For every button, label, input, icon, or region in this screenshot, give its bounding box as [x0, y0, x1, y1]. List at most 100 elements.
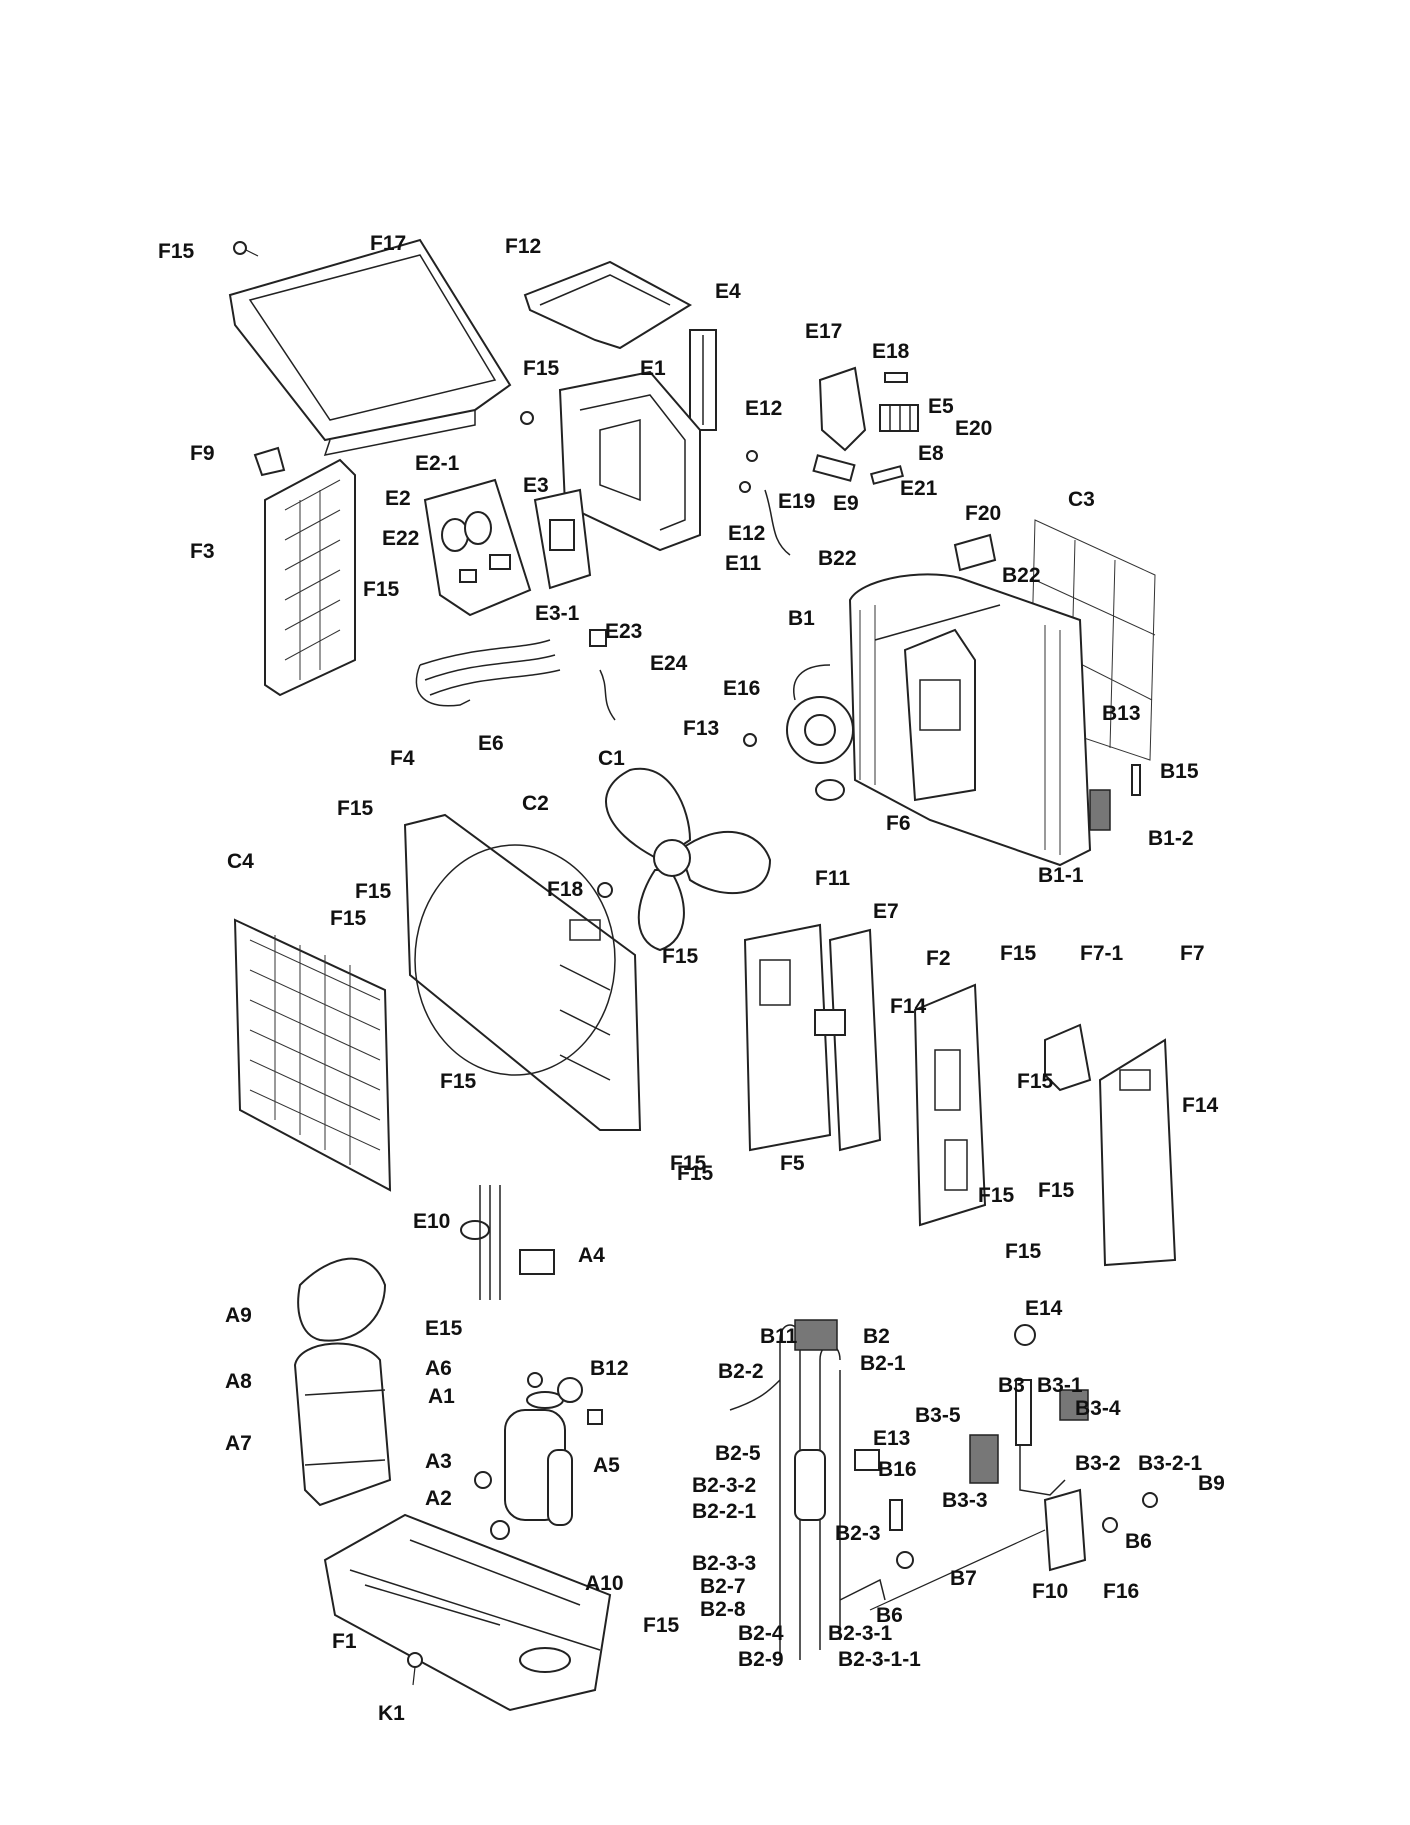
pcb-board-part: [423, 478, 532, 617]
propeller-fan-part: [605, 767, 772, 952]
pin-part: [1131, 764, 1141, 796]
callout-a3: A3: [425, 1450, 452, 1473]
callout-e3: E3: [523, 474, 549, 497]
callout-c4: C4: [227, 850, 254, 873]
callout-e19: E19: [778, 490, 815, 513]
callout-e10: E10: [413, 1210, 450, 1233]
callout-e4: E4: [715, 280, 741, 303]
callout-f15: F15: [355, 880, 392, 903]
callout-f18: F18: [547, 878, 584, 901]
callout-f12: F12: [505, 235, 541, 258]
callout-c3: C3: [1068, 488, 1095, 511]
callout-e11: E11: [725, 552, 762, 575]
clip-part: [253, 446, 286, 477]
callout-b2-4: B2-4: [738, 1622, 784, 1645]
cover-plate-part: [523, 260, 693, 350]
callout-e12: E12: [745, 397, 782, 420]
front-grille-part: [233, 918, 392, 1192]
callout-f15: F15: [1017, 1070, 1054, 1093]
callout-f7-1: F7-1: [1080, 942, 1124, 965]
callout-a1: A1: [428, 1385, 455, 1408]
callout-e2-1: E2-1: [415, 452, 460, 475]
callout-b7: B7: [950, 1567, 977, 1590]
valve-assembly-part: [729, 1319, 914, 1660]
bolt-icon: [407, 1652, 423, 1686]
terminal-strip-part: [689, 329, 717, 431]
callout-b16: B16: [878, 1458, 917, 1481]
side-grille-panel-part: [264, 458, 356, 697]
sensor-wire-part: [599, 669, 616, 721]
callout-b2-3-2: B2-3-2: [692, 1474, 756, 1497]
callout-e16: E16: [723, 677, 760, 700]
insulation-top-part: [297, 1257, 387, 1342]
callout-b3-1: B3-1: [1037, 1374, 1083, 1397]
compressor-part: [504, 1391, 573, 1526]
fan-motor-part: [786, 664, 854, 801]
callout-e17: E17: [805, 320, 842, 343]
callout-f17: F17: [370, 232, 406, 255]
callout-b13: B13: [1102, 702, 1141, 725]
callout-a10: A10: [585, 1572, 624, 1595]
capacitor-part: [519, 1249, 555, 1275]
callout-e12: E12: [728, 522, 765, 545]
callout-f2: F2: [926, 947, 951, 970]
callout-e21: E21: [900, 477, 938, 500]
callout-f14: F14: [890, 995, 927, 1018]
callout-f3: F3: [190, 540, 215, 563]
callout-a6: A6: [425, 1357, 452, 1380]
leader-line: [869, 1529, 1046, 1611]
callout-f15: F15: [1005, 1240, 1042, 1263]
callout-b2-8: B2-8: [700, 1598, 746, 1621]
bracket-part: [953, 533, 997, 572]
callout-b2-1: B2-1: [860, 1352, 906, 1375]
callout-b2-2-1: B2-2-1: [692, 1500, 757, 1523]
callout-f20: F20: [965, 502, 1001, 525]
callout-e8: E8: [918, 442, 944, 465]
callout-f11: F11: [815, 867, 850, 890]
relay-part: [739, 450, 905, 493]
callout-b2-3-1: B2-3-1: [828, 1622, 893, 1645]
callout-b3-5: B3-5: [915, 1404, 961, 1427]
callout-e20: E20: [955, 417, 992, 440]
callout-e2: E2: [385, 487, 411, 510]
screw-icon: [520, 411, 534, 425]
inverter-module-part: [533, 488, 592, 590]
callout-k1: K1: [378, 1702, 405, 1725]
nut-icon: [597, 882, 613, 898]
callout-f15: F15: [1000, 942, 1037, 965]
callout-e24: E24: [650, 652, 688, 675]
callout-e14: E14: [1025, 1297, 1063, 1320]
callout-f15: F15: [978, 1184, 1015, 1207]
callout-b3: B3: [998, 1374, 1025, 1397]
callout-f7: F7: [1180, 942, 1205, 965]
callout-b2-3-3: B2-3-3: [692, 1552, 756, 1575]
callout-f14: F14: [1182, 1094, 1219, 1117]
callout-f15: F15: [1038, 1179, 1075, 1202]
callout-f16: F16: [1103, 1580, 1139, 1603]
callout-f15: F15: [158, 240, 195, 263]
callout-f6: F6: [886, 812, 911, 835]
nut-icon: [474, 1471, 492, 1489]
filter-part: [1089, 789, 1111, 831]
base-pan-part: [323, 1513, 612, 1712]
front-panel-part: [403, 813, 642, 1131]
top-cover-part: [228, 238, 512, 456]
callout-b3-3: B3-3: [942, 1489, 988, 1512]
sensor-part: [589, 629, 607, 647]
callout-e23: E23: [605, 620, 642, 643]
sensor-wire-part: [764, 489, 791, 556]
terminal-cover-part: [557, 1377, 583, 1403]
callout-e1: E1: [640, 357, 666, 380]
callout-f15: F15: [363, 578, 400, 601]
terminal-cap-part: [527, 1372, 543, 1388]
insulation-wrap-part: [293, 1342, 392, 1507]
callout-b6: B6: [1125, 1530, 1152, 1553]
callout-f15: F15: [662, 945, 699, 968]
callout-f15: F15: [330, 907, 367, 930]
callout-b15: B15: [1160, 760, 1199, 783]
callout-e13: E13: [873, 1427, 910, 1450]
noise-filter-part: [460, 1185, 501, 1300]
callout-f15: F15: [677, 1162, 714, 1185]
